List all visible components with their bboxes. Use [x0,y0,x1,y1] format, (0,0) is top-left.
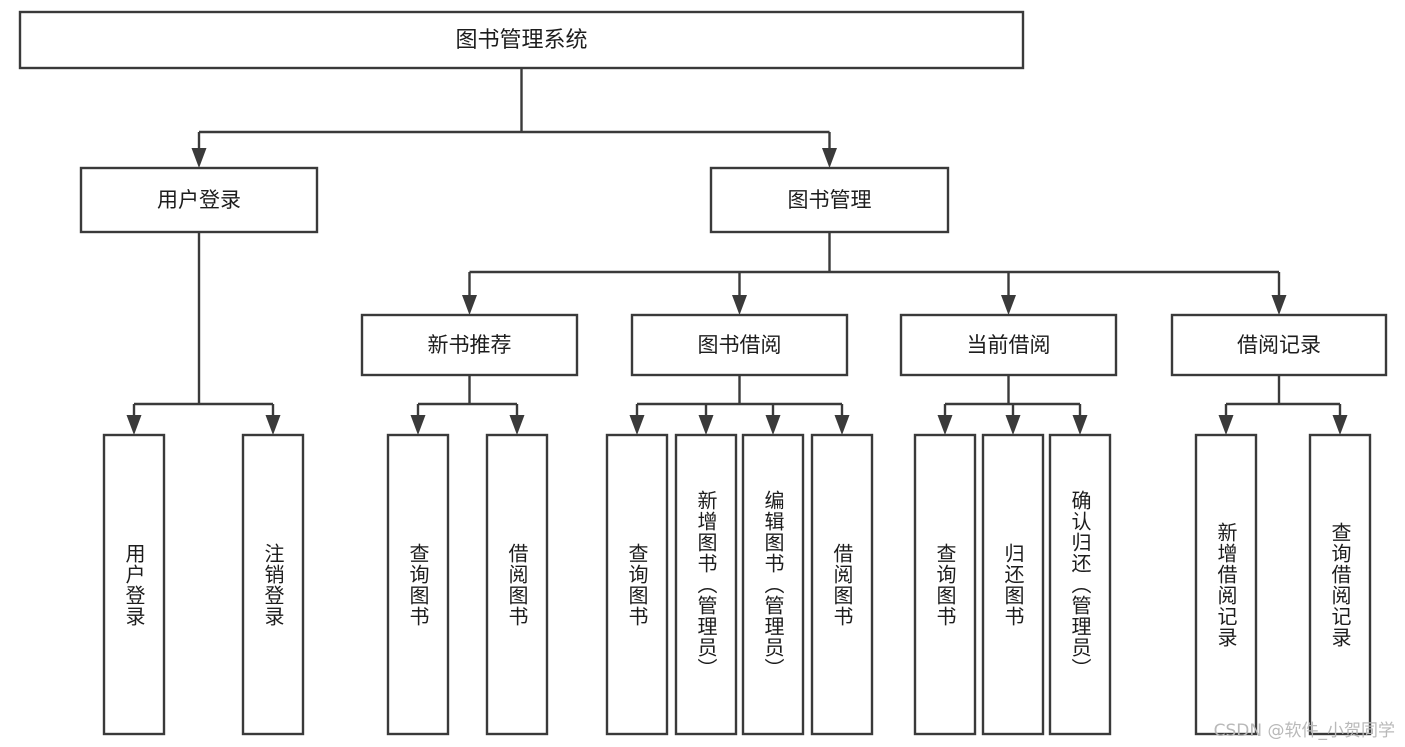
leaf-node-box-5[interactable] [674,433,738,736]
arrow-head-icon-leaf-11 [1218,415,1234,435]
arrow-head-icon-leaf-0 [126,415,142,435]
leaf-node-box-7[interactable] [810,433,874,736]
arrow-head-icon-leaf-8 [937,415,953,435]
arrow-head-icon-leaf-4 [629,415,645,435]
arrow-head-icon-level2-0 [191,148,207,168]
level3-node-box-3[interactable] [1170,313,1388,377]
arrow-head-icon-level2-1 [822,148,837,168]
node-box-layer [18,10,1388,736]
root-node-box[interactable] [18,10,1025,70]
arrow-head-icon-level3-1 [732,295,747,315]
level2-node-label-1: 图书管理 [788,188,872,212]
arrow-head-icon-leaf-6 [765,415,781,435]
level2-node-label-0: 用户登录 [157,188,241,212]
arrow-head-icon-level3-2 [1001,295,1016,315]
leaf-node-box-1[interactable] [241,433,305,736]
level2-node-box-1[interactable] [709,166,950,234]
leaf-node-box-3[interactable] [485,433,549,736]
level2-node-box-0[interactable] [79,166,319,234]
level3-node-label-0: 新书推荐 [428,333,512,357]
arrow-head-icon-leaf-2 [410,415,426,435]
arrow-head-icon-leaf-5 [698,415,714,435]
arrow-head-icon-leaf-12 [1332,415,1348,435]
level3-node-box-0[interactable] [360,313,579,377]
leaf-node-box-6[interactable] [741,433,805,736]
leaf-node-box-0[interactable] [102,433,166,736]
leaf-node-box-10[interactable] [1048,433,1112,736]
level3-node-label-2: 当前借阅 [967,333,1051,357]
arrow-head-icon-leaf-7 [834,415,850,435]
leaf-node-box-9[interactable] [981,433,1045,736]
leaf-node-box-11[interactable] [1194,433,1258,736]
level3-node-box-1[interactable] [630,313,849,377]
arrow-head-icon-leaf-1 [265,415,281,435]
root-node-label: 图书管理系统 [455,28,587,53]
connector-layer [126,68,1348,435]
arrow-head-icon-level3-3 [1271,295,1287,315]
arrow-head-icon-leaf-3 [509,415,525,435]
arrow-head-icon-leaf-10 [1072,415,1088,435]
leaf-node-box-8[interactable] [913,433,977,736]
leaf-node-box-4[interactable] [605,433,669,736]
leaf-node-box-2[interactable] [386,433,450,736]
arrow-head-icon-level3-0 [462,295,477,315]
leaf-node-box-12[interactable] [1308,433,1372,736]
level3-node-box-2[interactable] [899,313,1118,377]
level3-node-label-1: 图书借阅 [698,333,782,357]
arrow-head-icon-leaf-9 [1005,415,1021,435]
level3-node-label-3: 借阅记录 [1237,333,1321,357]
